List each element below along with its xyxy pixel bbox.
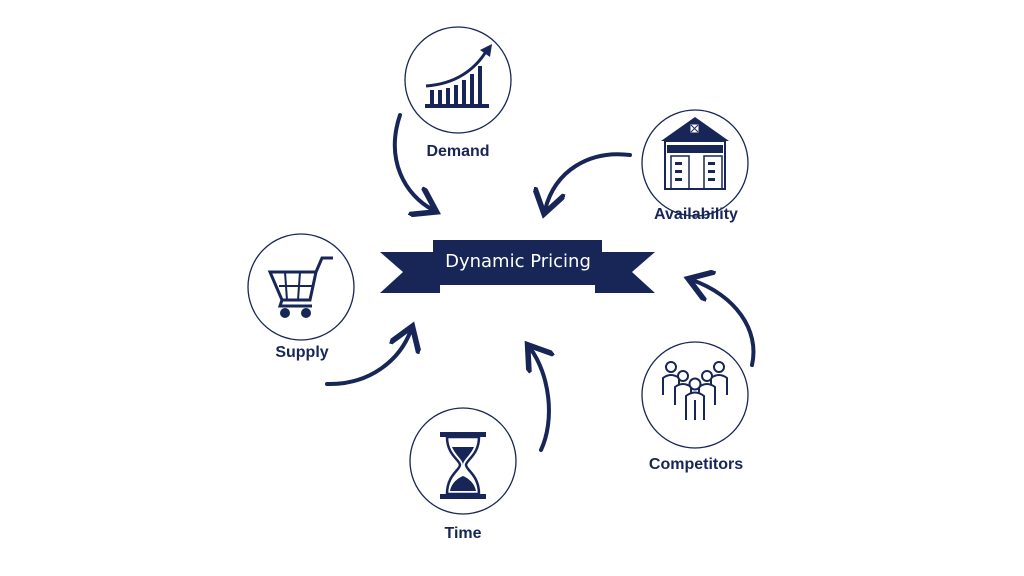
demand-label: Demand [426, 143, 490, 160]
arrow-competitors [692, 280, 756, 367]
dynamic-pricing-banner [380, 240, 655, 293]
arrow-demand [392, 113, 433, 210]
warehouse-icon [661, 117, 729, 190]
arrow-supply [325, 330, 411, 387]
hourglass-icon [440, 432, 486, 499]
group-of-people-icon [662, 361, 728, 420]
arrow-time [530, 348, 549, 452]
time-label: Time [444, 525, 482, 542]
supply-label: Supply [275, 344, 329, 361]
dynamic-pricing-title: Dynamic Pricing [445, 251, 591, 272]
competitors-label: Competitors [648, 456, 744, 473]
arrow-availability [545, 152, 632, 210]
demand-circle [404, 26, 512, 134]
shopping-cart-icon [267, 256, 333, 318]
availability-label: Availability [654, 206, 738, 223]
rising-bar-chart-icon [425, 44, 492, 108]
